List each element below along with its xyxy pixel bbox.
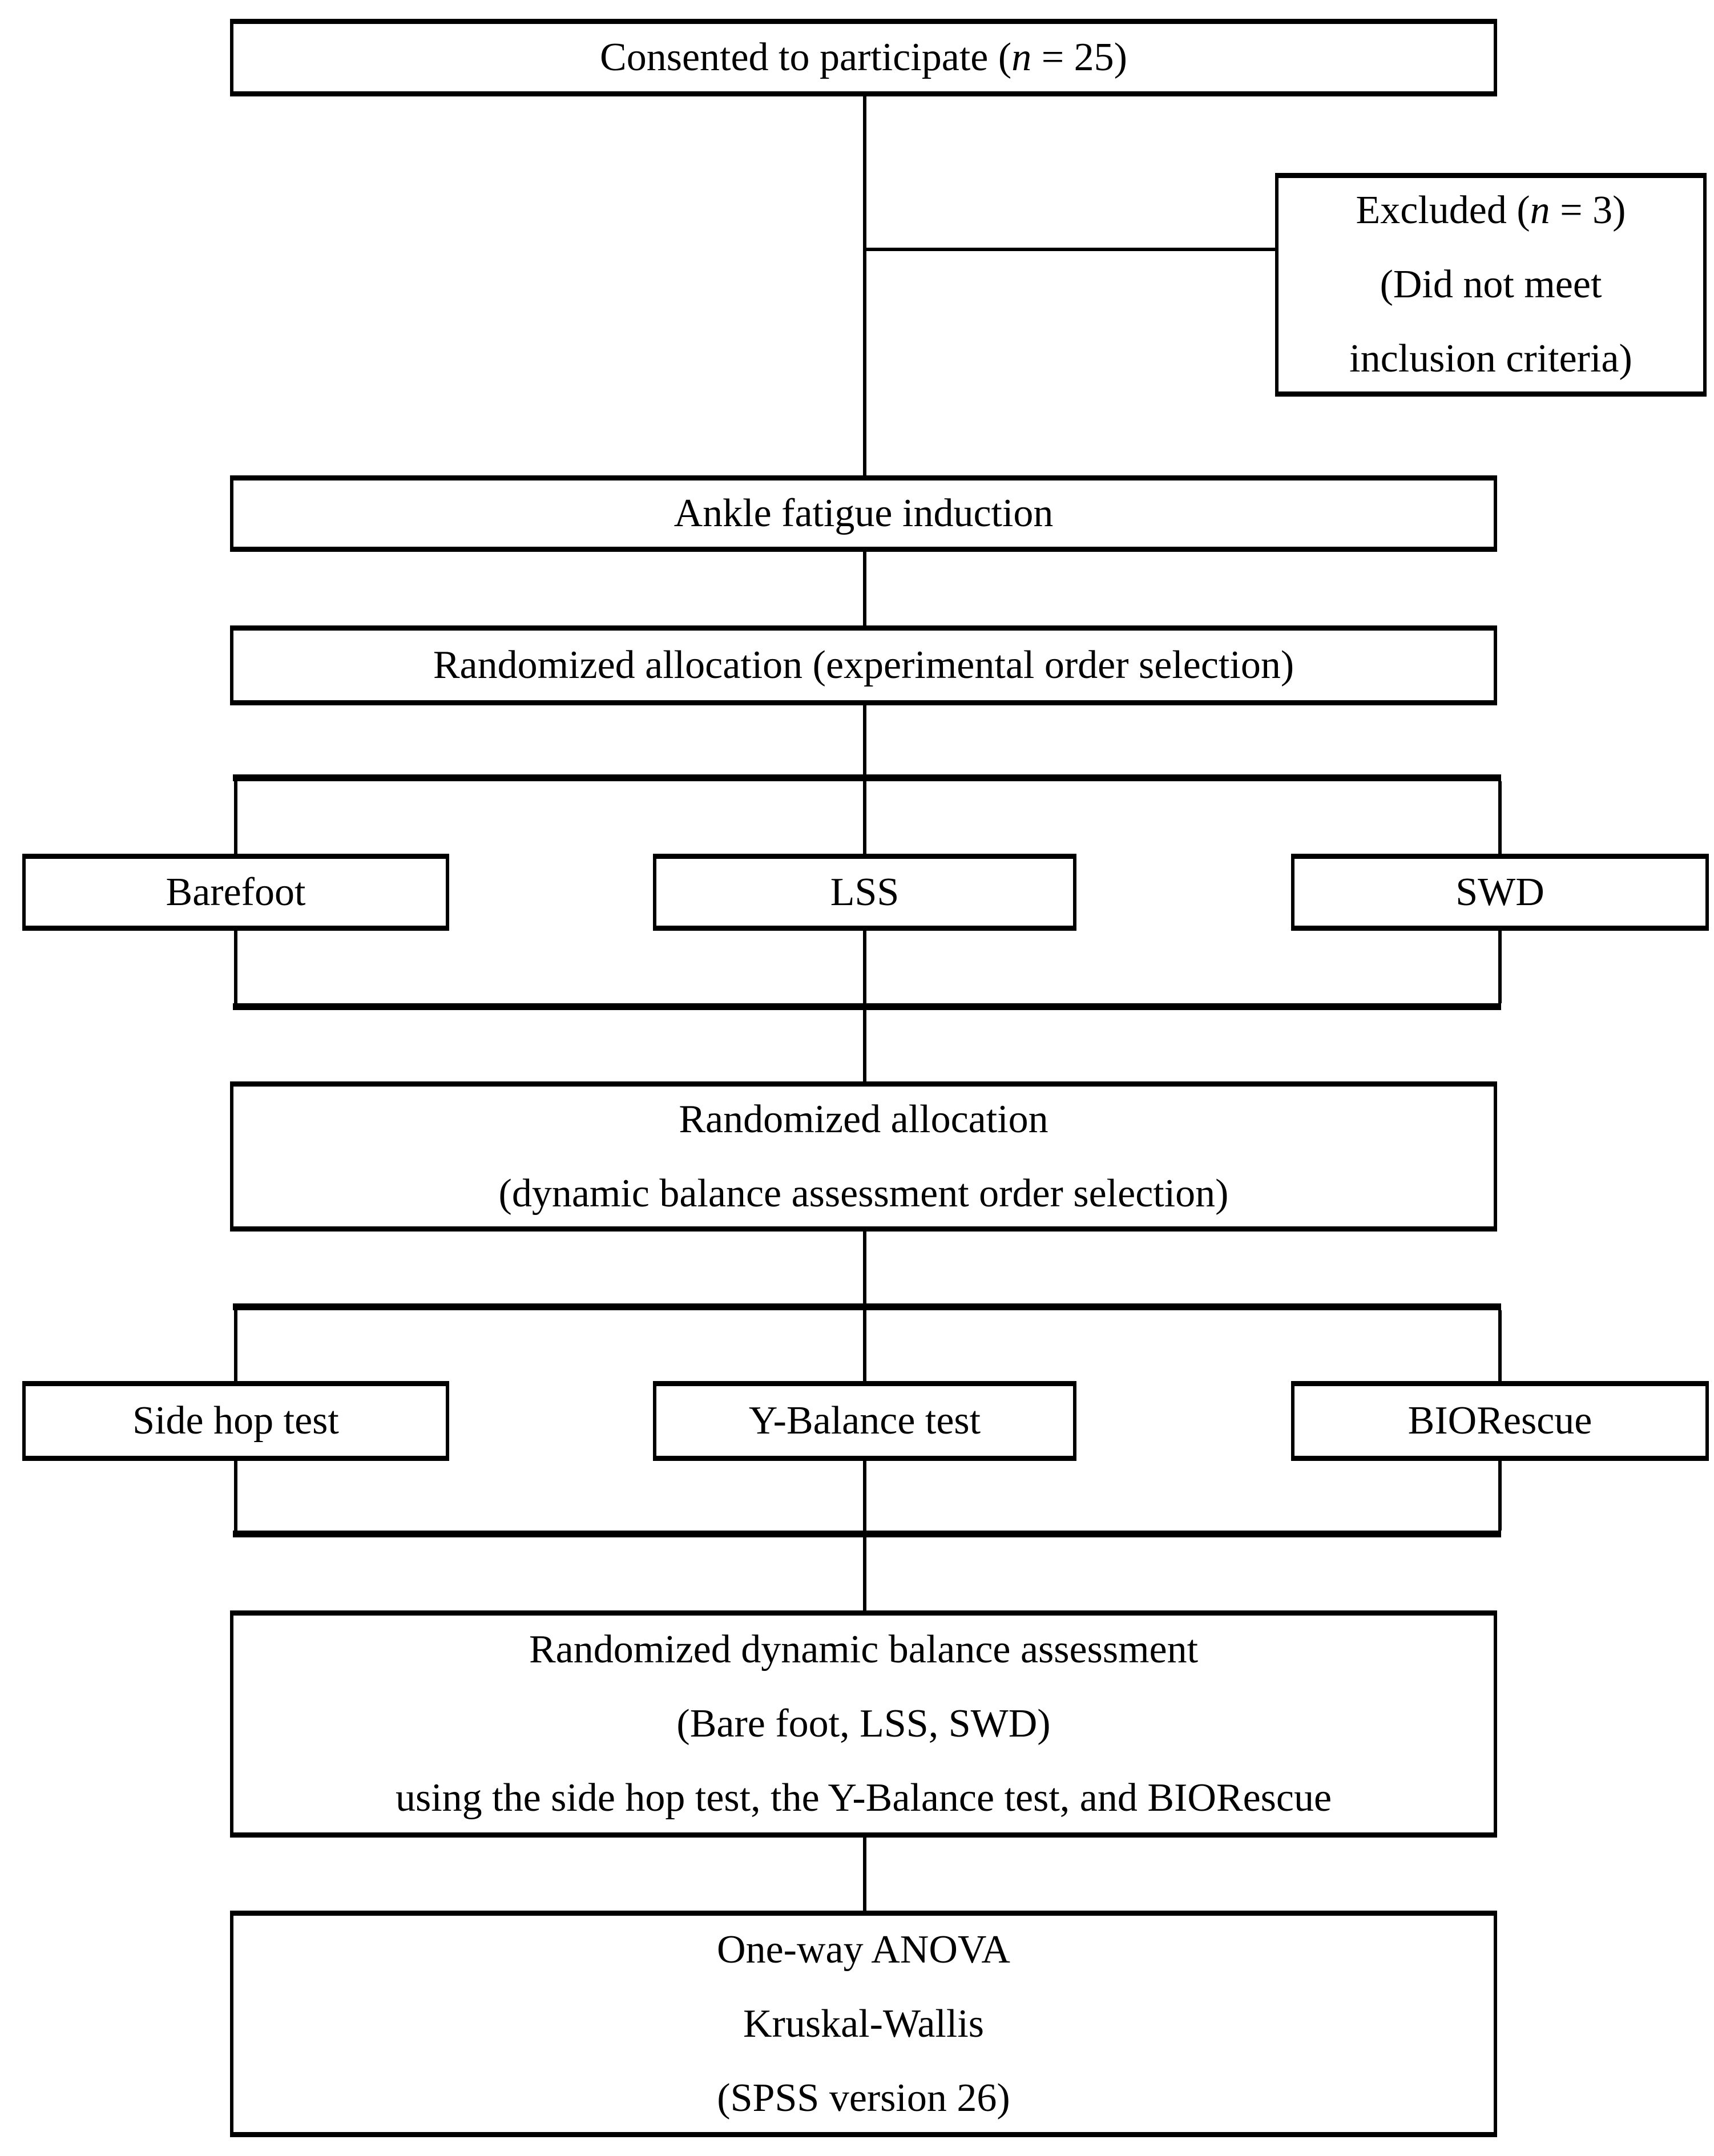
drop-from-barefoot bbox=[234, 931, 237, 1003]
assessment-box-side-hop-test: Side hop test bbox=[22, 1381, 449, 1461]
randomized-allocation-balance-line: Randomized allocation bbox=[679, 1097, 1048, 1141]
statistics-line: (SPSS version 26) bbox=[717, 2076, 1010, 2120]
connector-bus2-to-balance-assessment bbox=[863, 1537, 866, 1610]
bus-line-assessments-bottom bbox=[233, 1531, 1501, 1537]
drop-to-barefoot bbox=[234, 781, 237, 854]
balance-assessment-line: (Bare foot, LSS, SWD) bbox=[676, 1702, 1051, 1746]
fatigue-induction-text: Ankle fatigue induction bbox=[673, 491, 1054, 535]
drop-to-sidehop bbox=[234, 1310, 237, 1381]
randomized-allocation-balance-box: Randomized allocation (dynamic balance a… bbox=[230, 1081, 1497, 1232]
drop-from-ybalance bbox=[863, 1461, 866, 1531]
condition-box-lss: LSS bbox=[653, 854, 1076, 931]
condition-label: Barefoot bbox=[166, 870, 306, 914]
assessment-label: Side hop test bbox=[132, 1399, 339, 1443]
balance-assessment-box: Randomized dynamic balance assessment (B… bbox=[230, 1610, 1497, 1838]
statistics-box: One-way ANOVA Kruskal-Wallis (SPSS versi… bbox=[230, 1911, 1497, 2137]
drop-from-sidehop bbox=[234, 1461, 237, 1531]
balance-assessment-line: Randomized dynamic balance assessment bbox=[529, 1628, 1199, 1671]
excluded-line: Excluded (n = 3) bbox=[1356, 188, 1626, 232]
connector-fatigue-to-randomization1 bbox=[863, 552, 866, 625]
excluded-box: Excluded (n = 3) (Did not meet inclusion… bbox=[1275, 173, 1707, 397]
drop-to-ybalance bbox=[863, 1310, 866, 1381]
assessment-box-biorescue: BIORescue bbox=[1291, 1381, 1709, 1461]
connector-consented-to-fatigue bbox=[863, 96, 866, 475]
connector-bus1-to-randomization2 bbox=[863, 1010, 866, 1081]
connector-randomization1-to-bus1 bbox=[863, 705, 866, 778]
randomized-allocation-balance-line: (dynamic balance assessment order select… bbox=[498, 1171, 1229, 1216]
drop-to-biorescue bbox=[1498, 1310, 1502, 1381]
condition-box-barefoot: Barefoot bbox=[22, 854, 449, 931]
assessment-label: BIORescue bbox=[1408, 1399, 1592, 1443]
bus-line-conditions-top bbox=[233, 774, 1501, 781]
bus-line-conditions-bottom bbox=[233, 1003, 1501, 1010]
drop-from-swd bbox=[1498, 931, 1502, 1003]
bus-line-assessments-top bbox=[233, 1303, 1501, 1310]
balance-assessment-line: using the side hop test, the Y-Balance t… bbox=[395, 1776, 1332, 1820]
drop-from-biorescue bbox=[1498, 1461, 1502, 1531]
connector-branch-to-excluded bbox=[863, 248, 1275, 251]
condition-label: SWD bbox=[1455, 870, 1544, 914]
condition-label: LSS bbox=[830, 870, 900, 914]
statistics-line: Kruskal-Wallis bbox=[743, 2001, 985, 2046]
assessment-box-y-balance-test: Y-Balance test bbox=[653, 1381, 1076, 1461]
assessment-label: Y-Balance test bbox=[748, 1399, 981, 1443]
randomized-allocation-experimental-text: Randomized allocation (experimental orde… bbox=[433, 643, 1294, 687]
randomized-allocation-experimental-box: Randomized allocation (experimental orde… bbox=[230, 625, 1497, 705]
excluded-line: inclusion criteria) bbox=[1349, 337, 1632, 381]
drop-from-lss bbox=[863, 931, 866, 1003]
connector-randomization2-to-bus2 bbox=[863, 1232, 866, 1303]
consented-text: Consented to participate (n = 25) bbox=[600, 35, 1127, 79]
excluded-line: (Did not meet bbox=[1380, 263, 1602, 306]
consented-box: Consented to participate (n = 25) bbox=[230, 19, 1497, 96]
statistics-line: One-way ANOVA bbox=[717, 1927, 1010, 1972]
fatigue-induction-box: Ankle fatigue induction bbox=[230, 475, 1497, 552]
drop-to-lss bbox=[863, 781, 866, 854]
drop-to-swd bbox=[1498, 781, 1502, 854]
connector-balance-assessment-to-statistics bbox=[863, 1838, 866, 1911]
condition-box-swd: SWD bbox=[1291, 854, 1709, 931]
